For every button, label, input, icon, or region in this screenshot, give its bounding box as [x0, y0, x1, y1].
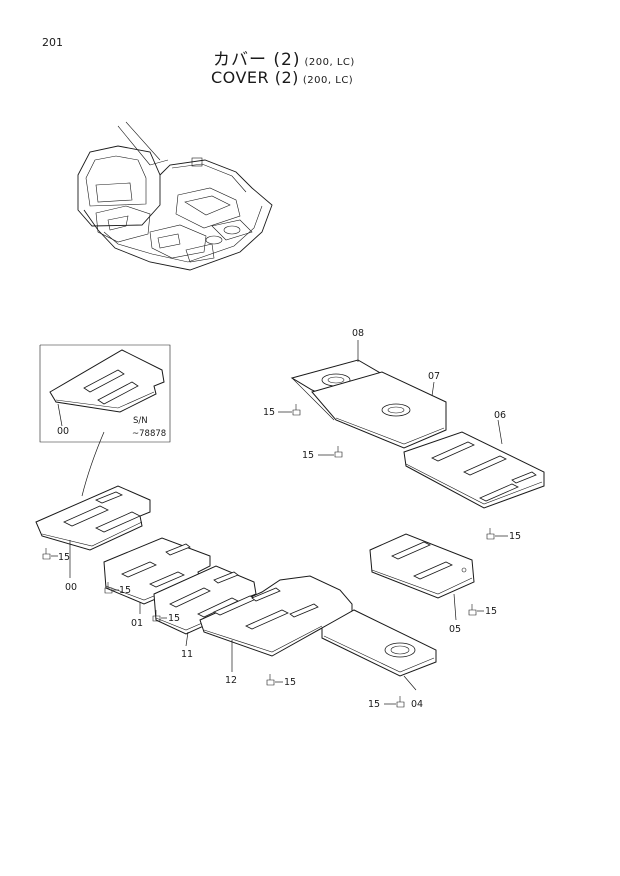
label-bolt-a: 15 [58, 552, 70, 563]
bolt-15-b: 15 [104, 582, 131, 596]
detail-serial-label: S/N [133, 416, 148, 426]
title-en-text: COVER (2) [211, 68, 299, 87]
bolt-15-a: 15 [42, 548, 70, 563]
label-bolt-g: 15 [263, 407, 275, 418]
label-part-01: 01 [131, 618, 143, 629]
label-bolt-i: 15 [509, 531, 521, 542]
bolt-15-d: 15 [266, 674, 296, 688]
bolt-15-i: 15 [486, 528, 521, 542]
bolt-15-c: 15 [152, 610, 180, 624]
page-title-japanese: カバー (2)(200, LC) [213, 45, 355, 70]
detail-serial-range: ~78878 [132, 429, 166, 439]
label-part-12: 12 [225, 675, 237, 686]
label-bolt-b: 15 [119, 585, 131, 596]
title-jp-text: カバー (2) [213, 50, 301, 70]
label-part-04: 04 [411, 699, 423, 710]
label-part-06: 06 [494, 410, 506, 421]
title-variant-en: (200, LC) [302, 75, 354, 86]
label-bolt-h: 15 [302, 450, 314, 461]
part-04-floor-cover: 04 [321, 609, 437, 710]
label-part-07: 07 [428, 371, 440, 382]
page-number: 201 [42, 36, 63, 49]
label-bolt-f: 15 [485, 606, 497, 617]
title-variant-jp: (200, LC) [304, 57, 355, 68]
part-05-cover-plate: 05 [369, 533, 475, 635]
part-00-floor-cover: 00 [35, 485, 151, 593]
label-part-05: 05 [449, 624, 461, 635]
part-12-floor-cover: 12 [199, 575, 353, 686]
bolt-15-f: 15 [468, 604, 497, 617]
label-part-08: 08 [352, 328, 364, 339]
detail-part-label: 00 [57, 426, 69, 437]
label-bolt-e: 15 [368, 699, 380, 710]
machine-overview-illustration [77, 121, 273, 271]
part-01-floor-cover: 01 [103, 537, 211, 629]
part-06-cover: 06 [403, 410, 545, 509]
page-title-english: COVER (2)(200, LC) [211, 68, 353, 87]
part-07-cover: 07 [311, 371, 447, 449]
label-part-00: 00 [65, 582, 77, 593]
bolt-15-e: 15 [368, 696, 405, 710]
bolt-15-g: 15 [263, 404, 301, 418]
detail-box-serial-variant: 00 S/N ~78878 [39, 344, 171, 497]
label-bolt-d: 15 [284, 677, 296, 688]
label-bolt-c: 15 [168, 613, 180, 624]
bolt-15-h: 15 [302, 446, 343, 461]
label-part-11: 11 [181, 649, 193, 660]
